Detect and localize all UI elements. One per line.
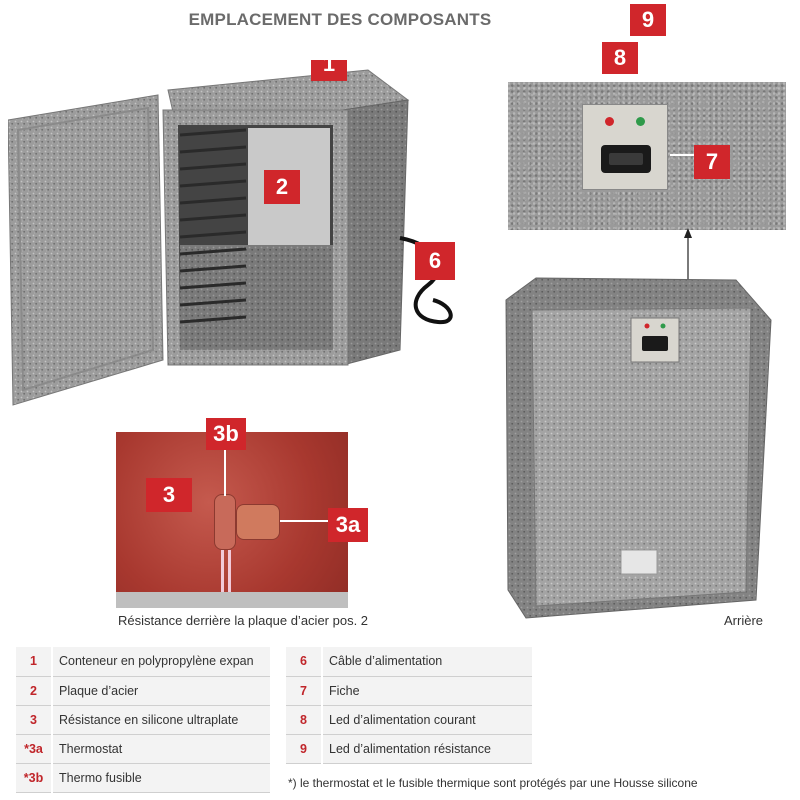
power-socket — [601, 145, 651, 173]
caption-resistance: Résistance derrière la plaque d’acier po… — [118, 613, 369, 628]
tag-3: 3 — [146, 478, 192, 512]
heating-element-photo — [116, 432, 348, 608]
control-plate — [582, 104, 668, 190]
container-photo: 1 2 6 — [8, 60, 468, 440]
tag-8: 8 — [602, 42, 638, 74]
footnote: *) le thermostat et le fusible thermique… — [288, 776, 698, 790]
tag-9: 9 — [630, 4, 666, 36]
tag-7: 7 — [694, 145, 730, 179]
leader-line-7 — [670, 154, 702, 156]
rear-illustration — [505, 277, 772, 619]
tag-3b: 3b — [206, 418, 246, 450]
led-green — [636, 117, 645, 126]
thermostat — [236, 504, 280, 540]
leader-line-3b — [224, 450, 226, 496]
thermo-fuse — [214, 494, 236, 550]
tag-3a: 3a — [328, 508, 368, 542]
container-illustration — [8, 69, 453, 406]
tag-2: 2 — [264, 170, 300, 204]
leader-line-3a — [280, 520, 332, 522]
tag-6: 6 — [415, 242, 455, 280]
led-red — [605, 117, 614, 126]
page-title: EMPLACEMENT DES COMPOSANTS — [188, 10, 492, 29]
control-panel-closeup — [508, 82, 786, 230]
tag-1: 1 — [311, 60, 347, 81]
rear-photo — [496, 270, 778, 622]
caption-rear: Arrière — [724, 613, 764, 628]
